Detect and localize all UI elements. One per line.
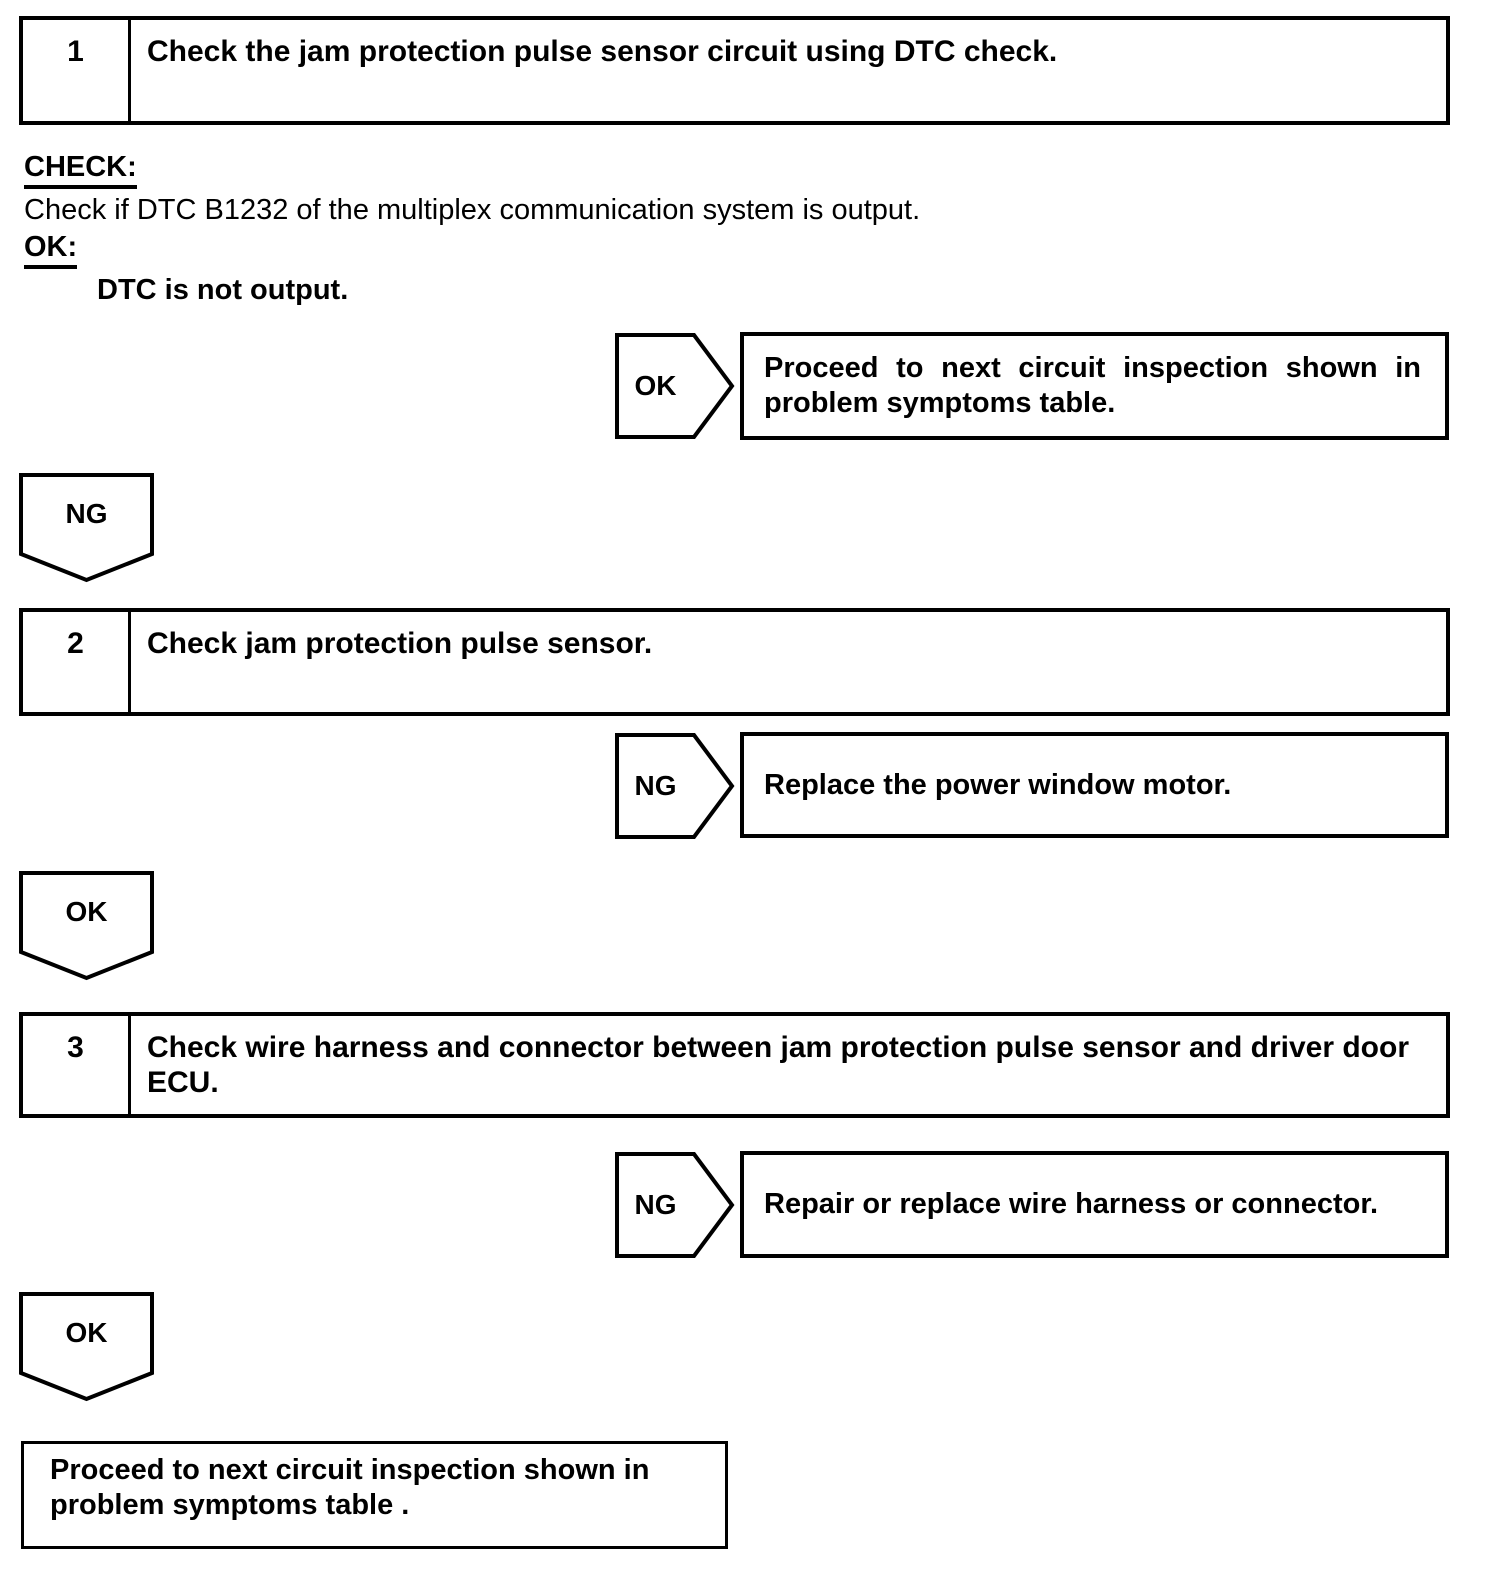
ok-badge-label: OK [634, 370, 677, 401]
step-box-2: 2 Check jam protection pulse sensor. [19, 608, 1450, 716]
step-number-2: 2 [23, 612, 131, 712]
ng-badge-label: NG [634, 1189, 677, 1220]
pentagon-right-icon [615, 1152, 735, 1258]
result-box-proceed-1: Proceed to next circuit inspection shown… [740, 332, 1449, 440]
ok-heading: OK: [24, 231, 78, 269]
ng-down-badge: NG [19, 473, 154, 583]
step-box-3: 3 Check wire harness and connector betwe… [19, 1012, 1450, 1118]
pentagon-right-icon [615, 733, 735, 839]
final-result-box: Proceed to next circuit inspection shown… [21, 1441, 728, 1549]
ok-heading-wrap: OK: [24, 231, 78, 269]
step-box-1: 1 Check the jam protection pulse sensor … [19, 16, 1450, 125]
check-heading: CHECK: [24, 151, 137, 189]
step-title-3: Check wire harness and connector between… [147, 1031, 1409, 1099]
pentagon-down-icon [19, 473, 154, 583]
ok-down-badge-1: OK [19, 871, 154, 981]
step-title-2: Check jam protection pulse sensor. [147, 627, 653, 660]
step-number-3: 3 [23, 1016, 131, 1114]
ng-badge-label: NG [634, 770, 677, 801]
step-title-1: Check the jam protection pulse sensor ci… [147, 35, 1058, 68]
ok-down-badge-2: OK [19, 1292, 154, 1402]
step-number-1: 1 [23, 20, 131, 121]
check-heading-wrap: CHECK: [24, 151, 137, 189]
result-box-repair-harness: Repair or replace wire harness or connec… [740, 1151, 1449, 1258]
check-body: Check if DTC B1232 of the multiplex comm… [24, 194, 921, 226]
result-box-replace-motor: Replace the power window motor. [740, 732, 1449, 838]
ng-result-badge-1: NG [615, 733, 735, 839]
ok-down-label: OK [65, 1316, 108, 1348]
pentagon-down-icon [19, 1292, 154, 1402]
ok-down-label: OK [65, 895, 108, 927]
ok-result-badge-1: OK [615, 333, 735, 439]
ok-body: DTC is not output. [97, 274, 349, 306]
ng-result-badge-2: NG [615, 1152, 735, 1258]
pentagon-right-icon [615, 333, 735, 439]
ng-down-label: NG [65, 497, 108, 529]
pentagon-down-icon [19, 871, 154, 981]
